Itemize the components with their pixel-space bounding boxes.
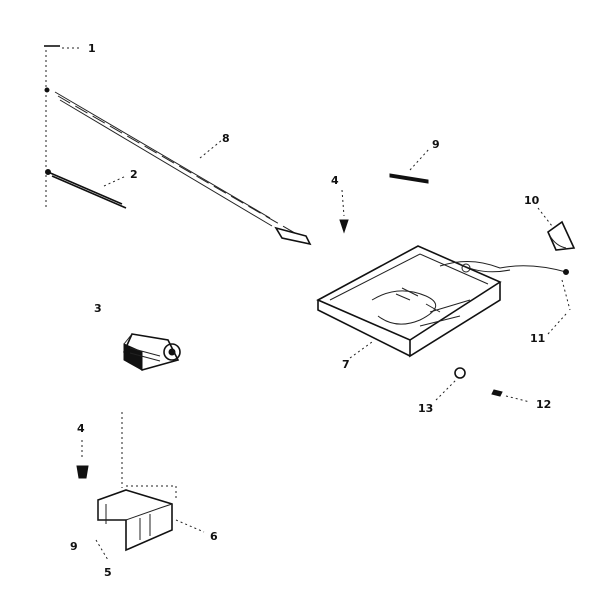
- callout-1: 1: [88, 42, 96, 55]
- part-6-bracket: [95, 412, 205, 561]
- callout-labels: 1 2 3 4 4 5 6 7 8 9 9 10 11 12 13: [70, 42, 551, 579]
- part-7-plate-assembly: [316, 245, 569, 359]
- callout-11: 11: [530, 332, 545, 345]
- part-10-cap: [537, 207, 576, 251]
- callout-4-upper: 4: [331, 174, 339, 187]
- part-9-bar: [389, 147, 431, 184]
- callout-12: 12: [536, 398, 551, 411]
- part-12-nut: [491, 389, 531, 403]
- callout-6: 6: [210, 530, 218, 543]
- callout-13: 13: [418, 402, 433, 415]
- part-1-screw: [44, 45, 82, 210]
- callout-2: 2: [130, 168, 138, 181]
- part-13-washer: [435, 367, 466, 401]
- callout-3: 3: [94, 302, 102, 315]
- callout-4-lower: 4: [77, 422, 85, 435]
- part-4-lower-screw: [76, 440, 89, 479]
- callout-9: 9: [432, 138, 440, 151]
- callout-9-lower: 9: [70, 540, 78, 553]
- part-8-rod: [54, 91, 312, 246]
- callout-5: 5: [104, 566, 112, 579]
- part-4-upper-screw: [339, 189, 349, 234]
- callout-8: 8: [222, 132, 230, 145]
- part-11-lead: [547, 279, 571, 335]
- callout-7: 7: [342, 358, 350, 371]
- part-3-motor: [123, 333, 181, 371]
- part-2-pin: [45, 169, 127, 209]
- callout-10: 10: [524, 194, 540, 207]
